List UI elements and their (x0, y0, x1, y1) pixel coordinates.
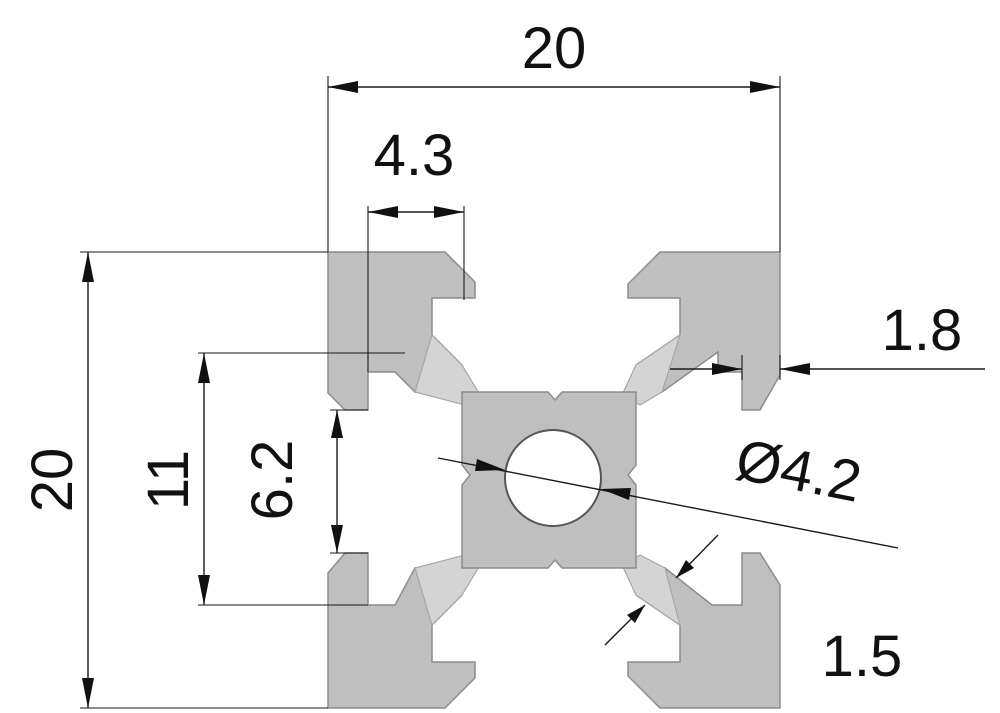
center-hole (504, 429, 602, 527)
dim-slot-opening-height-label: 6.2 (240, 440, 305, 521)
dim-center-hole-label: Ø4.2 (731, 427, 867, 515)
dim-slot-opening-label: 4.3 (374, 123, 455, 188)
dim-web-thickness: 1.5 (604, 534, 903, 689)
dim-slot-inner-height-label: 11 (136, 450, 201, 510)
dim-slot-inner-height: 11 (136, 352, 405, 606)
dim-web-thickness-label: 1.5 (822, 624, 903, 689)
aluminum-profile (327, 251, 781, 709)
dim-overall-width-label: 20 (522, 16, 587, 81)
dim-wall-thickness-label: 1.8 (882, 298, 963, 363)
dim-overall-height: 20 (20, 251, 328, 709)
dim-overall-height-label: 20 (20, 448, 85, 513)
dim-slot-opening: 4.3 (367, 123, 465, 372)
dim-slot-opening-height: 6.2 (240, 409, 368, 554)
dim-overall-width: 20 (327, 16, 781, 252)
dim-wall-thickness: 1.8 (670, 298, 985, 380)
